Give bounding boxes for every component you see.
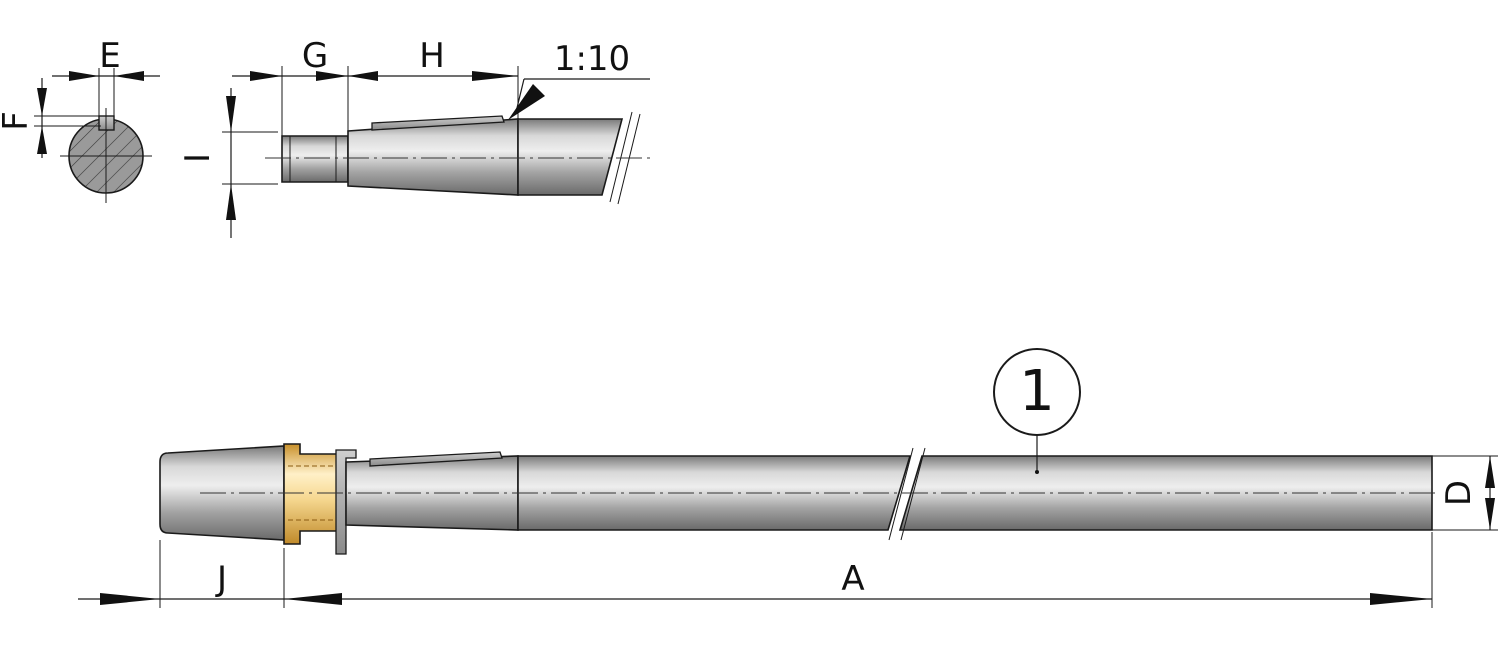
- dim-label-d: D: [1439, 480, 1479, 506]
- dim-label-i: I: [178, 153, 218, 163]
- dim-label-e: E: [99, 36, 120, 76]
- shaft-end-detail: [222, 66, 650, 238]
- shaft-cross-section: [34, 68, 160, 203]
- dim-label-j: J: [215, 559, 227, 599]
- shaft-key: [369, 451, 503, 467]
- shaft-assembly: [78, 348, 1498, 608]
- taper-key: [371, 115, 505, 131]
- threaded-end: [281, 135, 349, 183]
- dim-label-h: H: [419, 36, 445, 76]
- item-number: 1: [1019, 359, 1055, 424]
- shaft-stub: [517, 118, 624, 196]
- dim-label-g: G: [302, 36, 328, 76]
- taper-ratio-label: 1:10: [554, 39, 630, 79]
- dim-label-f: F: [0, 111, 36, 131]
- dim-label-a: A: [841, 559, 864, 599]
- bronze-bushing: [283, 443, 344, 545]
